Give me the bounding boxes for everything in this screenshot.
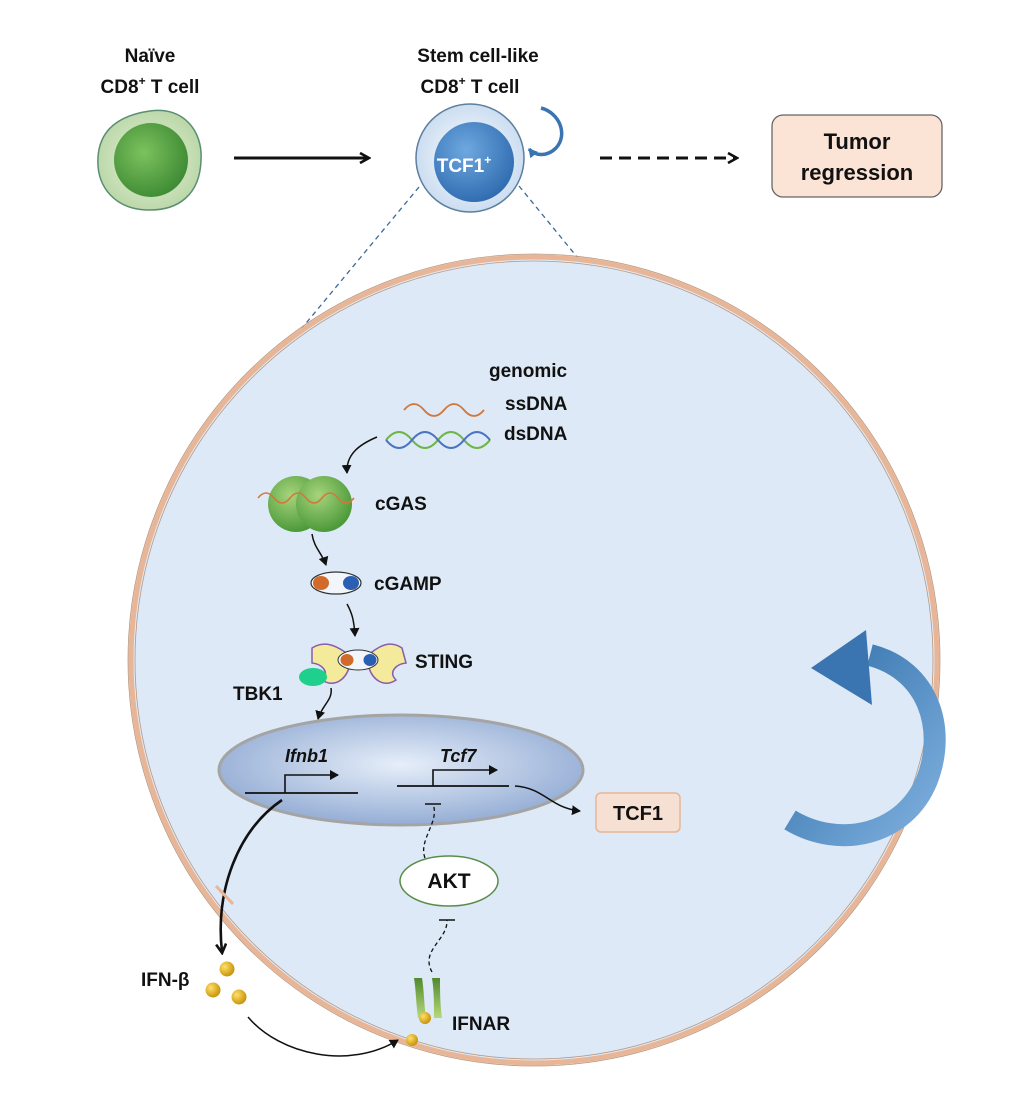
akt-inhibits-tcf7 xyxy=(423,803,441,859)
tcf7-gene-label: Tcf7 xyxy=(440,746,477,766)
genomic-label: genomic xyxy=(489,361,568,382)
nucleus xyxy=(217,713,585,827)
tumor-regression-line2: regression xyxy=(801,160,914,185)
tbk1-label: TBK1 xyxy=(233,684,283,705)
tcf1-positive-marker: TCF1+ xyxy=(437,153,492,177)
ifn-beta-to-ifnar-arrow xyxy=(247,1016,399,1057)
ssdna-strand xyxy=(403,403,485,417)
ifnar-label: IFNAR xyxy=(452,1014,510,1035)
ifnar-inhibits-akt xyxy=(428,919,455,973)
stem-cell-label-line1: Stem cell-like xyxy=(417,46,538,67)
cgamp-molecule xyxy=(310,571,362,595)
naive-cell-label-line1: Naïve xyxy=(125,46,176,67)
cgas-to-cgamp-arrow xyxy=(311,533,329,566)
stem-cell xyxy=(415,103,525,213)
cgamp-label: cGAMP xyxy=(374,574,442,595)
enlarged-cell xyxy=(128,254,940,1066)
tcf7-to-tcf1-arrow xyxy=(514,785,581,816)
self-renewal-small-arrow-icon xyxy=(527,106,564,159)
dsdna-strand xyxy=(385,431,491,449)
naive-cell-label-line2: CD8+ T cell xyxy=(101,74,200,98)
sting-dimer xyxy=(311,643,407,684)
akt-label: AKT xyxy=(427,870,470,893)
ifnb1-gene-label: Ifnb1 xyxy=(285,746,328,766)
tcf1-protein-label: TCF1 xyxy=(613,803,663,825)
cgamp-to-sting-arrow xyxy=(346,603,360,637)
sting-to-nucleus-arrow xyxy=(315,687,332,720)
ifnb1-promoter xyxy=(245,770,358,794)
tbk1-protein xyxy=(299,668,327,686)
ssdna-label: ssDNA xyxy=(505,394,568,415)
tcf1-protein-box xyxy=(595,792,681,833)
ifnb1-secretion-arrow xyxy=(221,798,283,952)
naive-cell xyxy=(97,109,202,211)
stem-cell-label-line2: CD8+ T cell xyxy=(421,74,520,98)
tumor-regression-line1: Tumor xyxy=(824,129,891,154)
akt-node xyxy=(399,855,499,907)
cgas-protein xyxy=(257,476,355,532)
tcf7-promoter xyxy=(397,765,509,787)
ifnar-receptor xyxy=(406,978,442,1046)
dsdna-label: dsDNA xyxy=(504,424,568,445)
dna-to-cgas-arrow xyxy=(341,436,378,474)
tumor-regression-box xyxy=(771,114,943,198)
ifn-beta-label: IFN-β xyxy=(141,970,190,991)
ifn-beta-molecules xyxy=(205,961,247,1005)
zoom-line-left xyxy=(233,186,420,411)
sting-label: STING xyxy=(415,652,473,673)
self-renewal-cycle-arrow-icon xyxy=(784,630,946,847)
cgas-label: cGAS xyxy=(375,494,427,515)
